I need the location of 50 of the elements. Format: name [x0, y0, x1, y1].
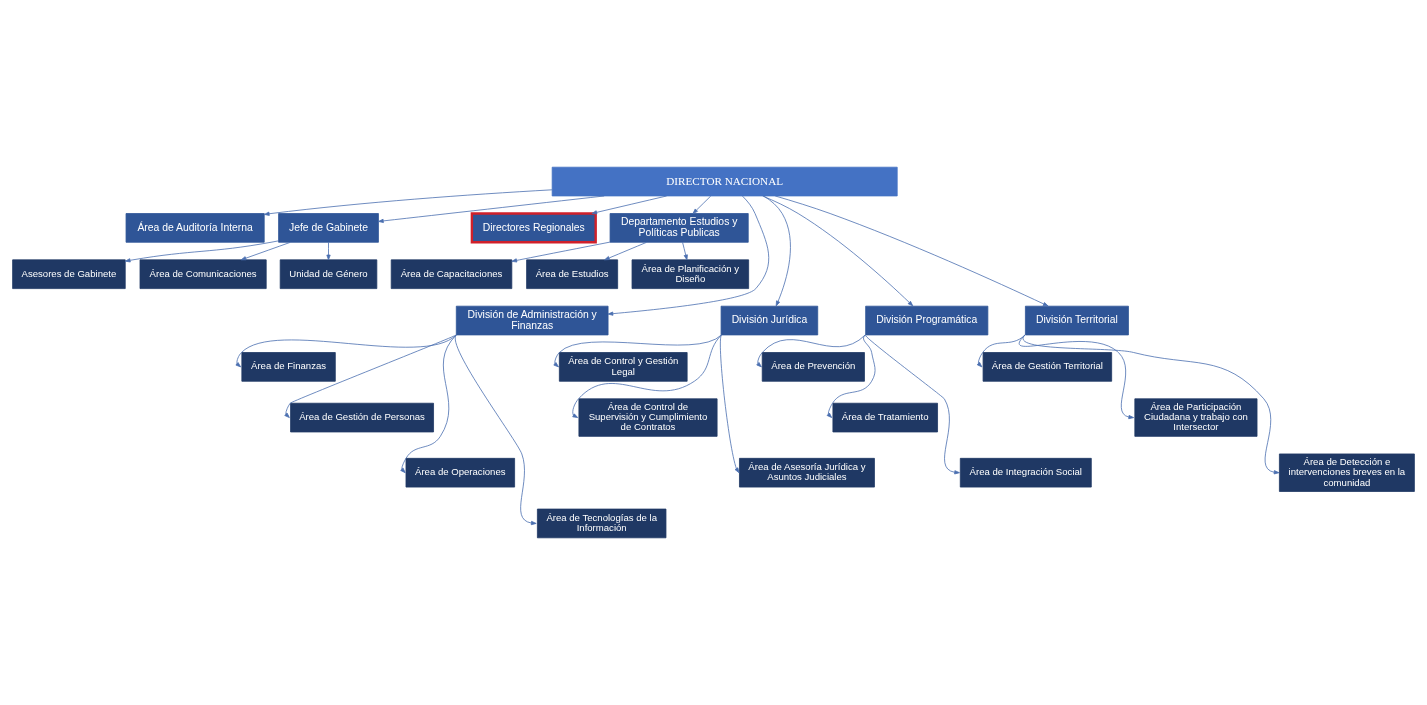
arrow [604, 241, 647, 261]
node-box: Área de Estudios [526, 259, 619, 289]
arrow [763, 195, 791, 307]
node-box: División Territorial [1025, 305, 1129, 336]
arrow [378, 195, 605, 223]
arrow [826, 334, 876, 418]
node-box: Área de Integración Social [959, 457, 1092, 488]
arrow [511, 241, 611, 263]
node-box: Área de Detección e intervenciones breves en la comunidad [1279, 453, 1415, 492]
arrow [864, 334, 960, 475]
arrow [682, 241, 688, 261]
node-box: Área de Tecnologías de la Información [537, 508, 667, 539]
arrow [719, 334, 740, 474]
node-box: Área de Finanzas [241, 352, 336, 382]
arrow [326, 241, 331, 261]
arrow [263, 189, 553, 216]
node-box: Unidad de Género [279, 259, 378, 289]
node-box: Área de Tratamiento [832, 402, 938, 433]
node-box: Asesores de Gabinete [12, 259, 126, 289]
node-box: Área de Control y Gestión Legal [558, 352, 688, 382]
arrow [692, 195, 712, 214]
arrow [284, 334, 457, 418]
node-box: Departamento Estudios y Políticas Publicas [609, 213, 749, 243]
arrow [124, 240, 279, 263]
node-box: Área de Operaciones [405, 457, 515, 488]
node-box: Área de Prevención [761, 352, 865, 382]
node-box: Área de Participación Ciudadana y trabajo con Intersector [1134, 398, 1258, 437]
node-box: División Jurídica [720, 305, 819, 336]
arrow [762, 195, 914, 307]
node-box: Área de Capacitaciones [390, 259, 513, 289]
node-box: Área de Gestión Territorial [982, 352, 1113, 382]
arrow [1022, 334, 1280, 475]
node-box: Área de Asesoría Jurídica y Asuntos Judiciales [739, 457, 875, 488]
node-box: Área de Control de Supervisión y Cumplimiento de Contratos [578, 398, 718, 437]
arrow [774, 195, 1049, 307]
node-box: Área de Gestión de Personas [290, 402, 434, 433]
node-box: DIRECTOR NACIONAL [551, 166, 898, 197]
arrow [400, 334, 457, 474]
arrow [756, 334, 866, 368]
arrow [572, 334, 722, 418]
arrow [976, 334, 1026, 368]
arrow [1019, 334, 1135, 420]
node-box: Área de Planificación y Diseño [631, 259, 750, 289]
node-box: División de Administración y Finanzas [455, 305, 609, 336]
node-box: Jefe de Gabinete [278, 213, 379, 243]
node-box: Área de Auditoría Interna [125, 213, 265, 243]
node-box: División Programática [865, 305, 989, 336]
node-box: Área de Comunicaciones [139, 259, 267, 289]
arrow [454, 334, 537, 526]
arrow [240, 241, 291, 261]
